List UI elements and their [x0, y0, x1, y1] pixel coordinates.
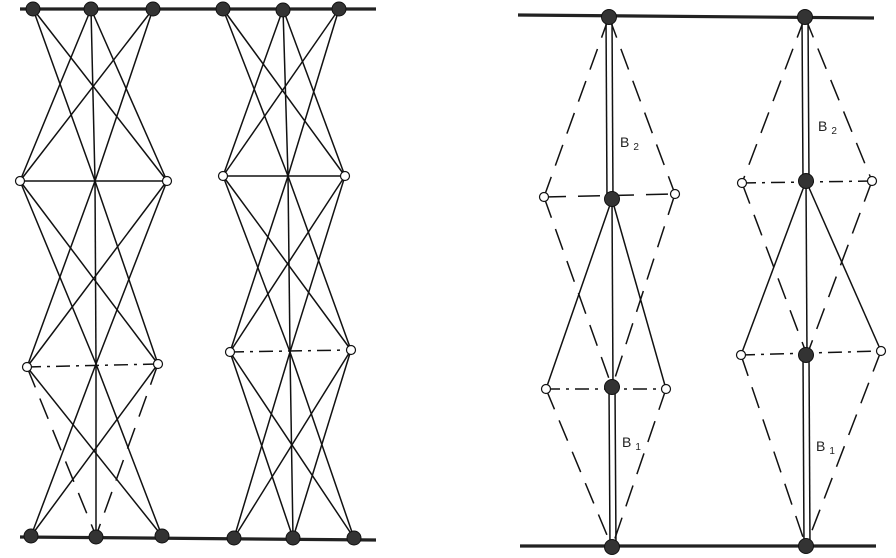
- joint-node: [345, 344, 357, 356]
- structure-1: [14, 1, 173, 545]
- joint-node: [660, 383, 672, 395]
- support-node: [88, 529, 104, 545]
- joint-node: [798, 173, 814, 189]
- support-node: [83, 1, 99, 17]
- joint-node: [161, 175, 173, 187]
- joint-node: [224, 346, 236, 358]
- support-node: [797, 9, 813, 25]
- support-node: [23, 528, 39, 544]
- joint-node: [735, 349, 747, 361]
- support-node: [604, 539, 620, 555]
- joint-node: [604, 379, 620, 395]
- joint-node: [604, 191, 620, 207]
- support-node: [215, 1, 231, 17]
- support-node: [226, 530, 242, 546]
- joint-node: [669, 188, 681, 200]
- joint-node: [14, 175, 26, 187]
- left-panel: [14, 1, 377, 546]
- joint-node: [875, 345, 887, 357]
- support-node: [346, 530, 362, 546]
- joint-node: [152, 358, 164, 370]
- support-node: [145, 1, 161, 17]
- structure-2: [215, 1, 362, 546]
- joint-node: [21, 361, 33, 373]
- joint-node: [538, 191, 550, 203]
- joint-node: [540, 383, 552, 395]
- bottom-bar-left: [19, 535, 377, 542]
- joint-node: [736, 177, 748, 189]
- member-b2: [801, 16, 804, 182]
- joint-node: [217, 170, 229, 182]
- joint-node: [798, 347, 814, 363]
- support-node: [275, 2, 291, 18]
- top-bar-right: [517, 13, 875, 20]
- member-b1: [608, 386, 611, 548]
- support-node: [331, 1, 347, 17]
- member-b2: [605, 16, 608, 200]
- support-node: [25, 1, 41, 17]
- support-node: [285, 530, 301, 546]
- joint-node: [339, 170, 351, 182]
- joint-node: [866, 175, 878, 187]
- support-node: [154, 528, 170, 544]
- support-node: [798, 538, 814, 554]
- member-b1: [802, 354, 805, 547]
- support-node: [601, 9, 617, 25]
